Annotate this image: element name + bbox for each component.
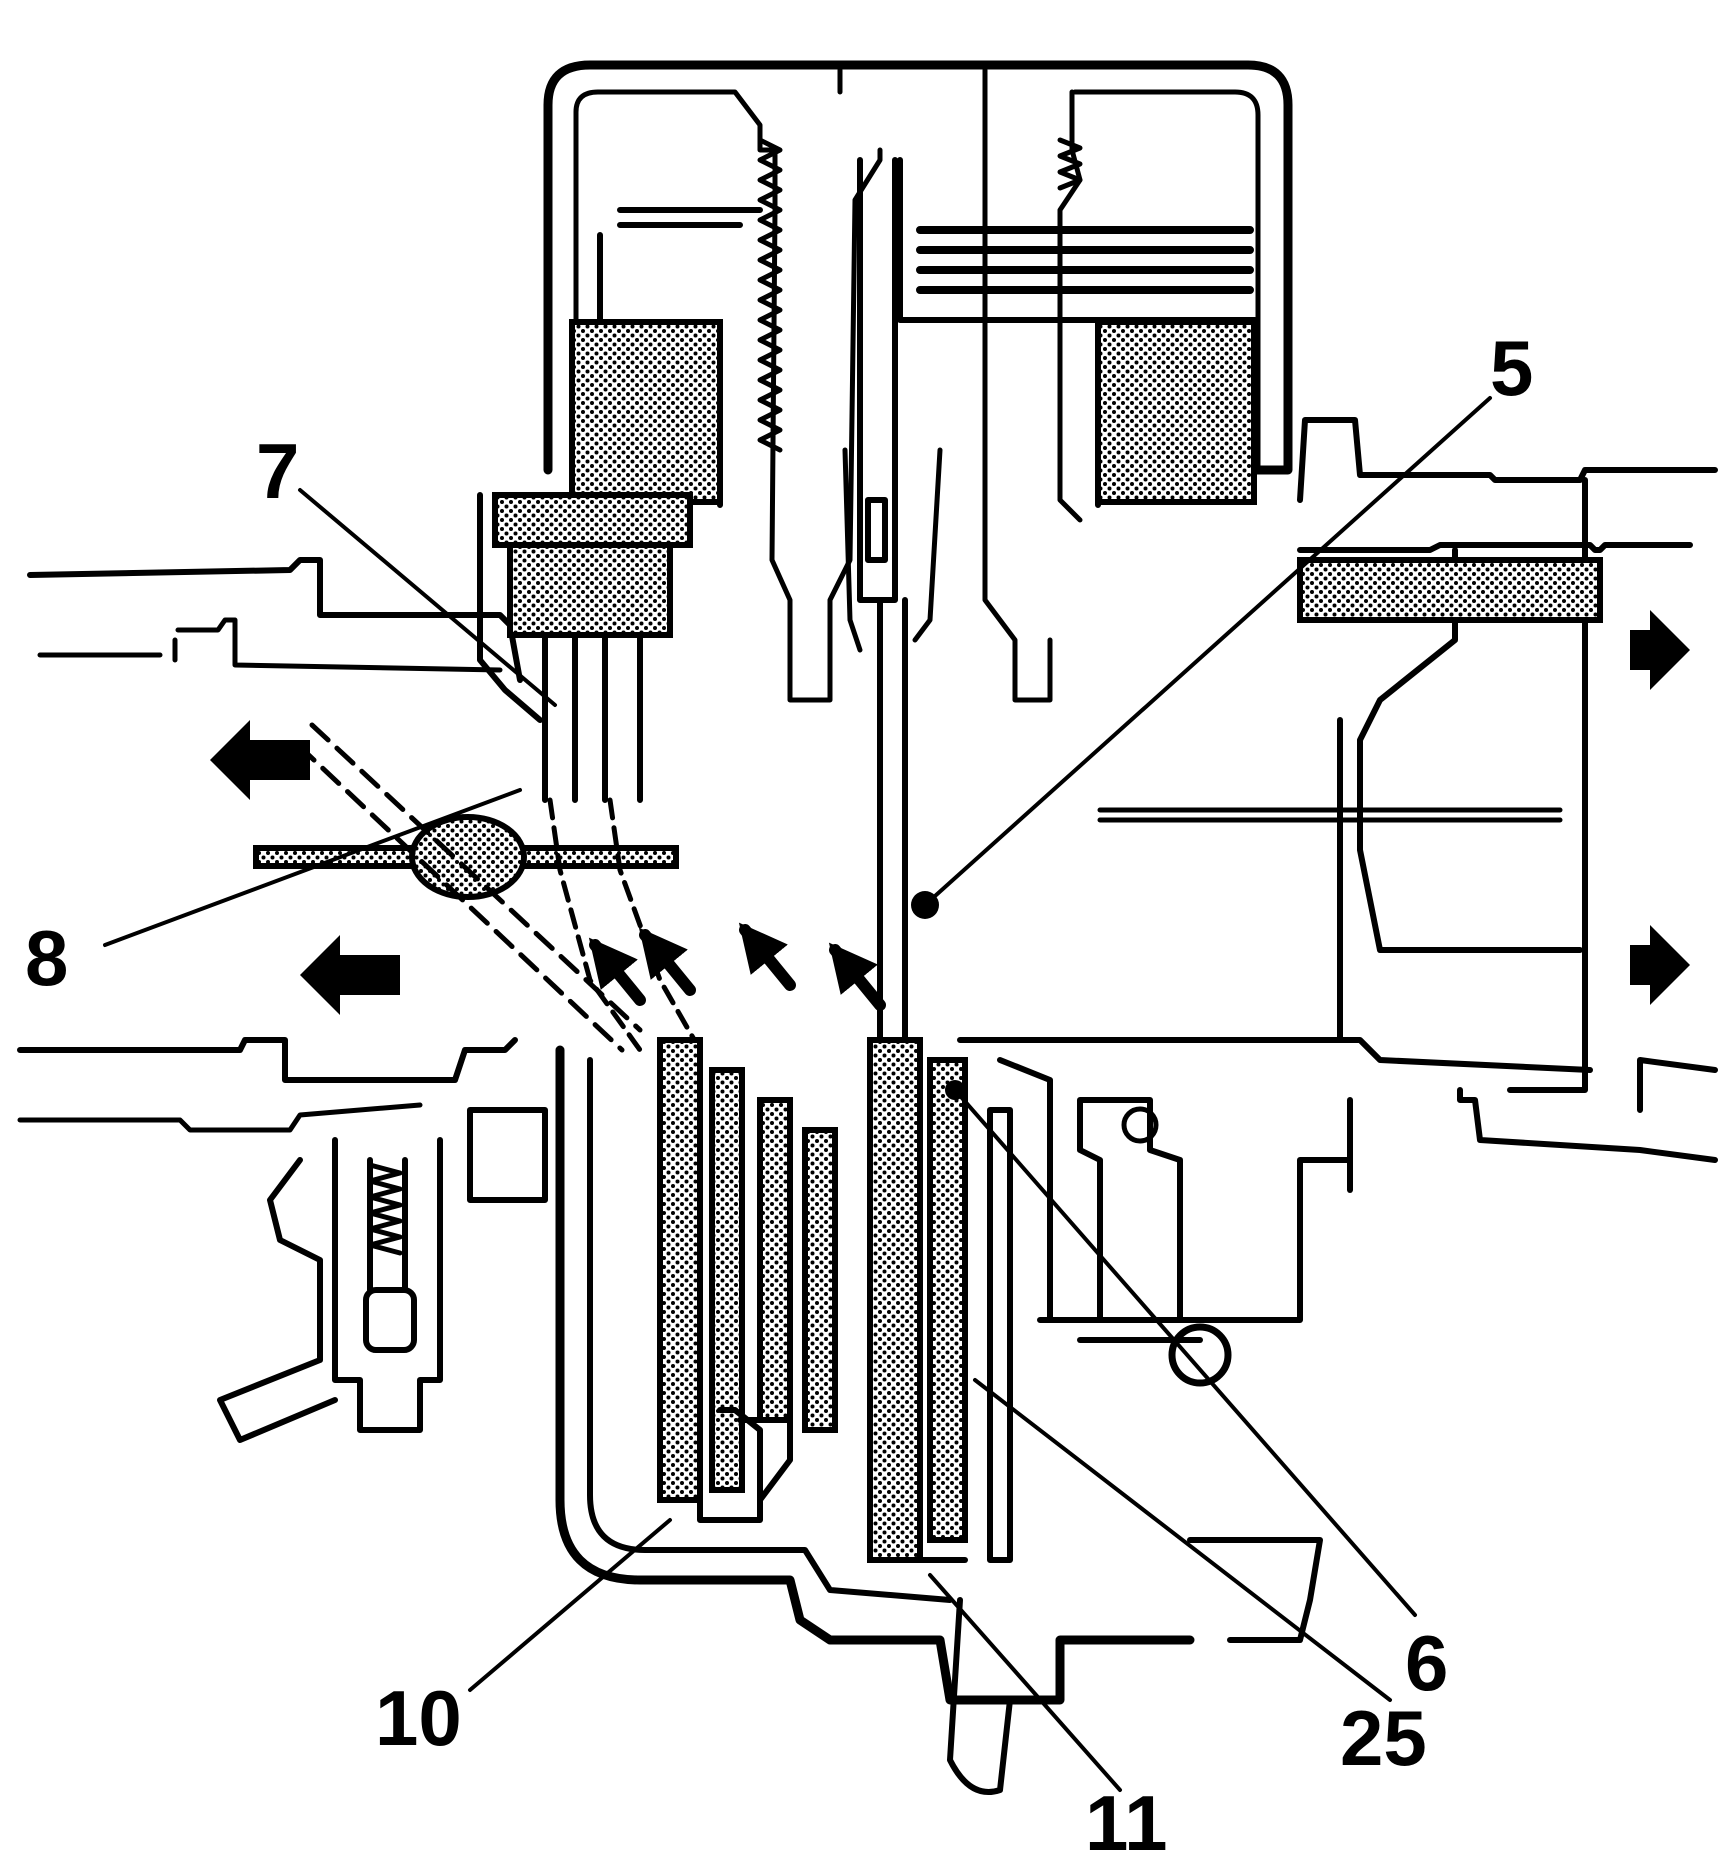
leader-lines [103, 396, 1492, 1792]
callout-label-25: 25 [1340, 1694, 1427, 1782]
callout-5-dot-icon [911, 891, 939, 919]
inlet-arrow-lower-icon [1630, 925, 1690, 1005]
choke-plunger [217, 1107, 548, 1443]
inlet-arrow-upper-icon [1630, 610, 1690, 690]
throat-bore [17, 417, 1718, 1193]
callout-label-8: 8 [25, 914, 68, 1002]
callout-label-10: 10 [375, 1674, 462, 1762]
callouts: 5 6 7 8 10 11 25 [25, 324, 1533, 1857]
float-bowl [555, 1037, 1353, 1795]
outlet-arrow-lower-icon [300, 935, 400, 1015]
callout-label-7: 7 [256, 427, 299, 515]
pilot-jet-block [477, 492, 703, 1053]
flow-arrows [210, 610, 1690, 1015]
callout-6-dot-icon [945, 1080, 965, 1100]
callout-label-5: 5 [1490, 324, 1533, 412]
callout-label-11: 11 [1085, 1779, 1167, 1857]
throttle-butterfly [253, 722, 679, 1053]
outlet-arrow-upper-icon [210, 720, 310, 800]
callout-label-6: 6 [1405, 1619, 1448, 1707]
